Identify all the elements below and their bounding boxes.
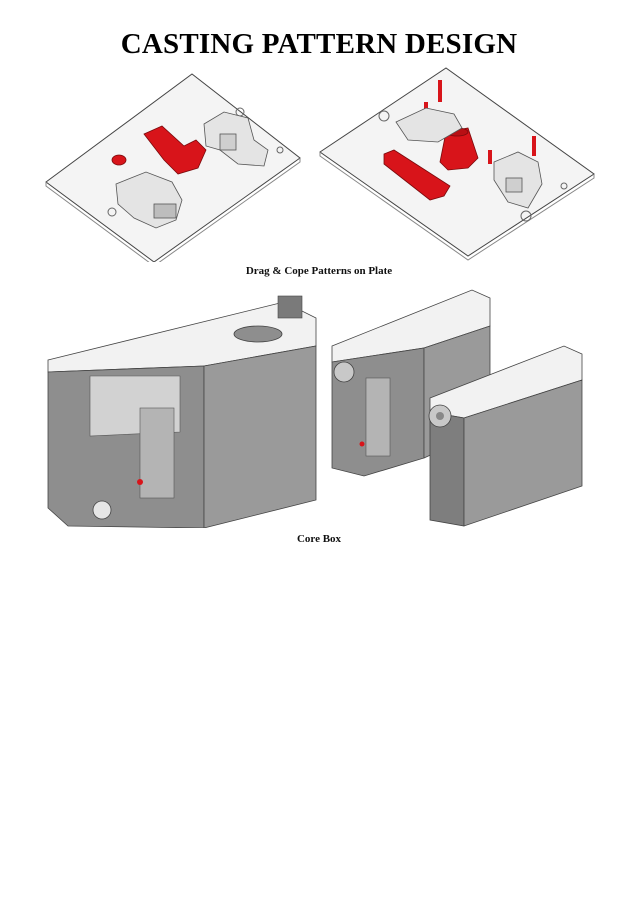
pattern-plates-illustration: [45, 67, 595, 262]
core-box-right-half: [428, 345, 583, 527]
core-box-illustration: [47, 289, 583, 528]
cope-plate: [319, 67, 595, 261]
figure-caption-pattern-plates: Drag & Cope Patterns on Plate: [245, 265, 393, 277]
pattern-plates-figure: [44, 66, 596, 262]
core-box-left-half: [47, 295, 317, 528]
drag-plate: [45, 73, 301, 262]
figure-caption-core-box: Core Box: [296, 533, 342, 545]
page-title: CASTING PATTERN DESIGN: [120, 28, 518, 60]
core-box-figure: [44, 288, 592, 528]
